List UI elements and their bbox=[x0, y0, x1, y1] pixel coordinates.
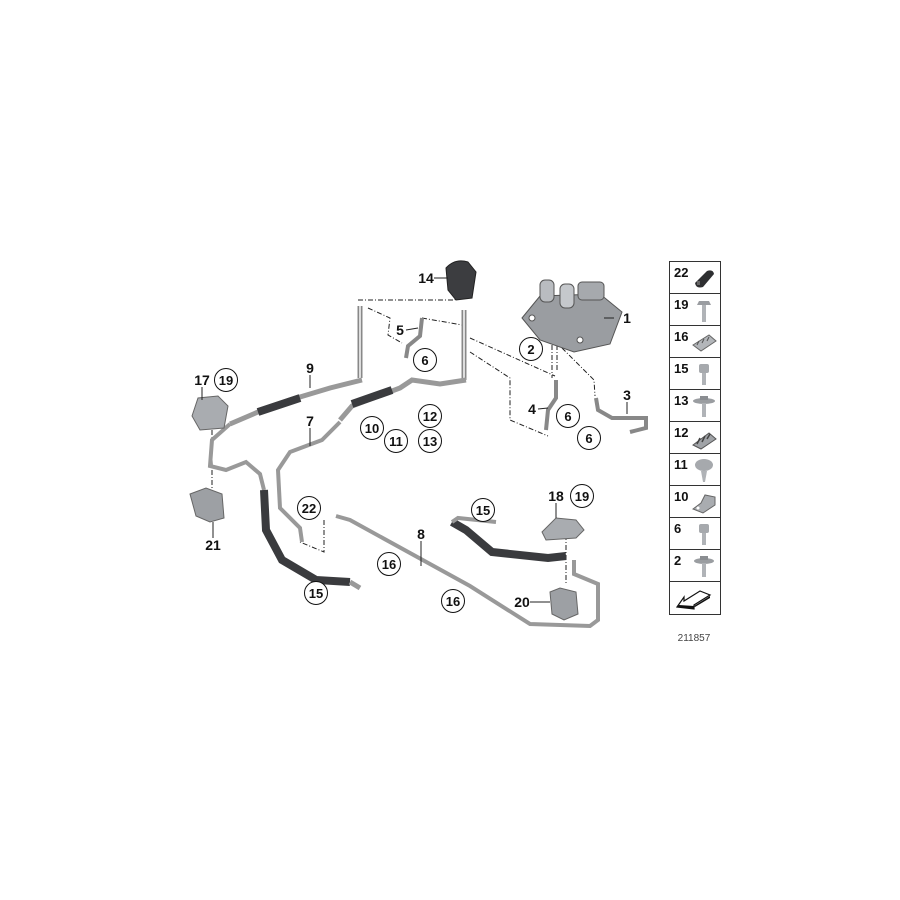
socket-cap-screw-icon bbox=[699, 524, 709, 545]
pan-head-screw-icon bbox=[695, 459, 713, 482]
callout-20: 20 bbox=[514, 594, 530, 610]
flange-bolt-icon bbox=[693, 396, 715, 417]
bracket-18 bbox=[541, 517, 585, 541]
pipe-5 bbox=[404, 317, 424, 359]
callout-circled-6: 6 bbox=[577, 426, 601, 450]
callout-circled-15: 15 bbox=[304, 581, 328, 605]
legend-item-11: 11 bbox=[670, 454, 720, 486]
holder-20 bbox=[549, 587, 579, 621]
rubber-sleeve-icon bbox=[695, 270, 714, 288]
legend-item-16: 16 bbox=[670, 326, 720, 358]
callout-21: 21 bbox=[205, 537, 221, 553]
callout-1: 1 bbox=[623, 310, 631, 326]
legend-direction-arrow bbox=[670, 582, 720, 614]
callout-14: 14 bbox=[418, 270, 434, 286]
callout-circled-6: 6 bbox=[413, 348, 437, 372]
hose-9 bbox=[229, 377, 363, 427]
callout-circled-16: 16 bbox=[441, 589, 465, 613]
rubber-mount-part bbox=[445, 260, 477, 301]
bracket-17 bbox=[191, 395, 229, 431]
legend-item-15: 15 bbox=[670, 358, 720, 390]
callout-circled-22: 22 bbox=[297, 496, 321, 520]
legend-item-19: 19 bbox=[670, 294, 720, 326]
callout-circled-19: 19 bbox=[214, 368, 238, 392]
legend-item-12: 12 bbox=[670, 422, 720, 454]
pipe-4 bbox=[544, 380, 558, 431]
holder-21 bbox=[189, 487, 225, 523]
socket-cap-screw-icon bbox=[699, 364, 709, 385]
legend-item-10: 10 bbox=[670, 486, 720, 518]
callout-7: 7 bbox=[306, 413, 314, 429]
callout-3: 3 bbox=[623, 387, 631, 403]
pipe-3 bbox=[594, 397, 648, 434]
callout-4: 4 bbox=[528, 401, 536, 417]
hex-bolt-washer-icon bbox=[694, 556, 714, 577]
pipe-7 bbox=[275, 420, 342, 543]
fastener-legend: 22 19 16 15 13 12 11 10 bbox=[669, 261, 721, 615]
diagram-id-number: 211857 bbox=[677, 633, 711, 644]
bracket-holder-icon bbox=[691, 494, 716, 514]
vertical-pipes bbox=[357, 306, 467, 380]
callout-circled-11: 11 bbox=[384, 429, 408, 453]
callout-circled-16: 16 bbox=[377, 552, 401, 576]
callout-circled-19: 19 bbox=[570, 484, 594, 508]
pipe-clamp-double-icon bbox=[692, 432, 717, 450]
valve-block-part bbox=[521, 279, 623, 353]
callout-circled-12: 12 bbox=[418, 404, 442, 428]
callout-18: 18 bbox=[548, 488, 564, 504]
callout-circled-10: 10 bbox=[360, 416, 384, 440]
legend-item-13: 13 bbox=[670, 390, 720, 422]
callout-circled-6: 6 bbox=[556, 404, 580, 428]
legend-item-2: 2 bbox=[670, 550, 720, 582]
pipe-left-loop bbox=[207, 422, 266, 491]
leader-lines bbox=[201, 277, 628, 603]
callout-9: 9 bbox=[306, 360, 314, 376]
legend-item-22: 22 bbox=[670, 262, 720, 294]
callout-5: 5 bbox=[396, 322, 404, 338]
callout-17: 17 bbox=[194, 372, 210, 388]
callout-circled-13: 13 bbox=[418, 429, 442, 453]
callout-circled-2: 2 bbox=[519, 337, 543, 361]
direction-arrow-icon bbox=[675, 590, 712, 610]
pipe-8 bbox=[335, 514, 600, 629]
pipe-clamp-icon bbox=[692, 334, 717, 352]
legend-item-6: 6 bbox=[670, 518, 720, 550]
hex-bolt-icon bbox=[697, 301, 711, 322]
hose-10 bbox=[338, 377, 467, 422]
callout-8: 8 bbox=[417, 526, 425, 542]
callout-circled-15: 15 bbox=[471, 498, 495, 522]
hose-lower-left bbox=[260, 489, 362, 591]
